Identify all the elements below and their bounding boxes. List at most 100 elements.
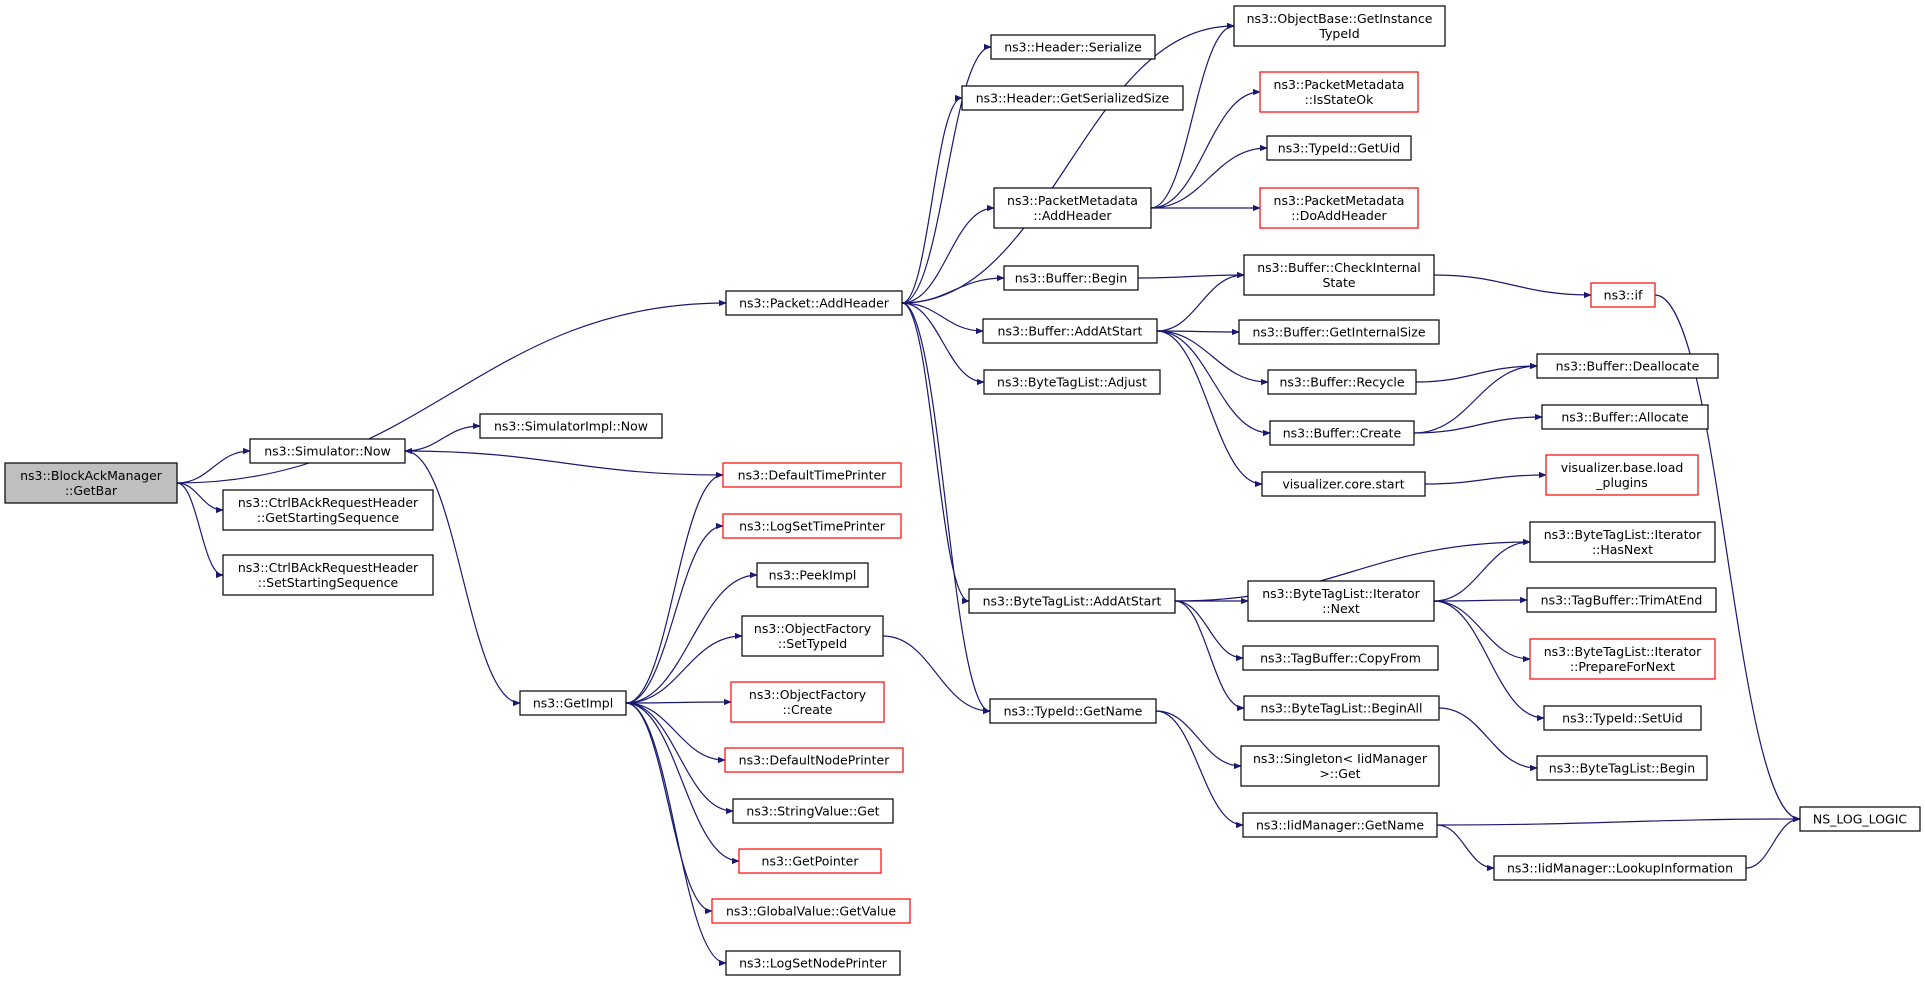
edge-getbar-to-addheader (176, 299, 727, 484)
node-box (711, 898, 911, 924)
node-nsif[interactable]: ns3::if (1590, 282, 1656, 308)
node-tagbuftrimatend[interactable]: ns3::TagBuffer::TrimAtEnd (1526, 587, 1717, 613)
node-typeidsetuid[interactable]: ns3::TypeId::SetUid (1543, 705, 1702, 731)
edge-pmaddheader-to-typeidgetuid (1150, 144, 1268, 209)
node-label: ns3::ByteTagList::Adjust (997, 375, 1147, 390)
node-bufaddatstart[interactable]: ns3::Buffer::AddAtStart (982, 318, 1158, 344)
node-typeidgetuid[interactable]: ns3::TypeId::GetUid (1266, 135, 1412, 161)
node-box (1269, 420, 1415, 446)
node-iidlookupinfo[interactable]: ns3::IidManager::LookupInformation (1493, 855, 1747, 881)
node-visloadplugins[interactable]: visualizer.base.load_plugins (1545, 454, 1699, 496)
edge-bufaddatstart-to-bufgetinternalsize (1156, 328, 1240, 336)
node-nslogic[interactable]: NS_LOG_LOGIC (1799, 806, 1921, 832)
node-tagbufcopyfrom[interactable]: ns3::TagBuffer::CopyFrom (1242, 645, 1439, 671)
node-peekimpl[interactable]: ns3::PeekImpl (756, 562, 869, 588)
node-label: ns3::PacketMetadata (1274, 77, 1405, 92)
node-getpointer[interactable]: ns3::GetPointer (738, 848, 882, 874)
node-logsettimeprinter[interactable]: ns3::LogSetTimePrinter (722, 513, 902, 539)
node-addheader[interactable]: ns3::Packet::AddHeader (725, 290, 903, 316)
node-box (1259, 187, 1419, 229)
node-getbar[interactable]: ns3::BlockAckManager::GetBar (4, 462, 178, 504)
edge-getbar-to-getstartseq (176, 482, 224, 514)
node-viscorestart[interactable]: visualizer.core.start (1261, 471, 1426, 497)
node-box (961, 85, 1184, 111)
node-bufrecycle[interactable]: ns3::Buffer::Recycle (1267, 369, 1417, 395)
node-box (1243, 695, 1440, 721)
node-label: ns3::CtrlBAckRequestHeader (238, 560, 419, 575)
edge-getimpl-to-ofcreate (625, 698, 732, 706)
node-strvalget[interactable]: ns3::StringValue::Get (732, 798, 894, 824)
node-box (968, 588, 1176, 614)
node-box (1536, 755, 1708, 781)
node-label: ns3::Buffer::Create (1283, 426, 1402, 441)
node-box (1247, 580, 1435, 622)
node-label: ns3::GetImpl (533, 696, 613, 711)
node-label: ns3::if (1604, 288, 1643, 303)
node-bufcreate[interactable]: ns3::Buffer::Create (1269, 420, 1415, 446)
node-box (1267, 369, 1417, 395)
node-box (722, 513, 902, 539)
node-simnow[interactable]: ns3::Simulator::Now (249, 438, 406, 464)
node-box (741, 615, 884, 657)
edge-addheader-to-pmaddheader (901, 204, 995, 304)
node-btlbegin[interactable]: ns3::ByteTagList::Begin (1536, 755, 1708, 781)
node-box (4, 462, 178, 504)
node-hdrgetsersize[interactable]: ns3::Header::GetSerializedSize (961, 85, 1184, 111)
edge-addheader-to-bufbegin (901, 274, 1005, 304)
node-box (1233, 5, 1446, 47)
node-btlitnext[interactable]: ns3::ByteTagList::Iterator::Next (1247, 580, 1435, 622)
node-label: TypeId (1318, 26, 1359, 41)
node-pmdoaddheader[interactable]: ns3::PacketMetadata::DoAddHeader (1259, 187, 1419, 229)
node-defnodeprinter[interactable]: ns3::DefaultNodePrinter (724, 747, 904, 773)
node-box (1799, 806, 1921, 832)
node-bufgetinternalsize[interactable]: ns3::Buffer::GetInternalSize (1238, 319, 1440, 345)
node-btladdatstart[interactable]: ns3::ByteTagList::AddAtStart (968, 588, 1176, 614)
node-pmisstateok[interactable]: ns3::PacketMetadata::IsStateOk (1259, 71, 1419, 113)
node-logsetnodeprinter[interactable]: ns3::LogSetNodePrinter (725, 950, 901, 976)
node-label: ::GetBar (65, 483, 118, 498)
node-label: ns3::Buffer::GetInternalSize (1252, 325, 1425, 340)
node-hdrserialize[interactable]: ns3::Header::Serialize (990, 34, 1156, 60)
node-btlithasnext[interactable]: ns3::ByteTagList::Iterator::HasNext (1529, 521, 1716, 563)
edge-btladdatstart-to-tagbufcopyfrom (1174, 600, 1244, 662)
edges-layer (176, 22, 1801, 967)
node-setstartseq[interactable]: ns3::CtrlBAckRequestHeader::SetStartingS… (222, 554, 434, 596)
node-label: ns3::ByteTagList::BeginAll (1261, 701, 1423, 716)
edge-bufaddatstart-to-bufcheckinternal (1156, 271, 1245, 332)
node-gvgetvalue[interactable]: ns3::GlobalValue::GetValue (711, 898, 911, 924)
node-box (479, 413, 663, 439)
node-typeidgetname[interactable]: ns3::TypeId::GetName (989, 698, 1157, 724)
edge-iidgetname-to-iidlookupinfo (1436, 824, 1495, 872)
node-ofsettypeid[interactable]: ns3::ObjectFactory::SetTypeId (741, 615, 884, 657)
edge-bufrecycle-to-bufdealloc (1415, 362, 1538, 383)
node-label: ns3::Buffer::Recycle (1279, 375, 1404, 390)
node-box (1259, 71, 1419, 113)
node-label: ns3::ByteTagList::Iterator (1262, 586, 1420, 601)
node-btlitprepare[interactable]: ns3::ByteTagList::Iterator::PrepareForNe… (1529, 638, 1716, 680)
node-bufalloc[interactable]: ns3::Buffer::Allocate (1541, 404, 1709, 430)
edge-deftimeprinter-to-simnow (404, 447, 724, 476)
edge-getimpl-to-gvgetvalue (625, 702, 713, 915)
node-simimplnow[interactable]: ns3::SimulatorImpl::Now (479, 413, 663, 439)
node-deftimeprinter[interactable]: ns3::DefaultTimePrinter (722, 462, 902, 488)
node-box (1545, 454, 1699, 496)
node-label: ::SetStartingSequence (258, 575, 399, 590)
node-singletonget[interactable]: ns3::Singleton< IidManager>::Get (1240, 745, 1440, 787)
node-bufdealloc[interactable]: ns3::Buffer::Deallocate (1536, 353, 1719, 379)
node-box (1240, 745, 1440, 787)
node-getimpl[interactable]: ns3::GetImpl (519, 690, 627, 716)
node-label: ns3::PacketMetadata (1007, 193, 1138, 208)
node-iidgetname[interactable]: ns3::IidManager::GetName (1242, 812, 1438, 838)
node-pmaddheader[interactable]: ns3::PacketMetadata::AddHeader (993, 187, 1152, 229)
edge-getimpl-to-defnodeprinter (625, 702, 726, 764)
node-getstartseq[interactable]: ns3::CtrlBAckRequestHeader::GetStartingS… (222, 489, 434, 531)
node-btlbeginall[interactable]: ns3::ByteTagList::BeginAll (1243, 695, 1440, 721)
node-label: ::IsStateOk (1305, 92, 1375, 107)
node-ofcreate[interactable]: ns3::ObjectFactory::Create (730, 681, 885, 723)
node-box (732, 798, 894, 824)
node-btladjust[interactable]: ns3::ByteTagList::Adjust (983, 369, 1161, 395)
node-bufbegin[interactable]: ns3::Buffer::Begin (1003, 265, 1139, 291)
node-box (722, 462, 902, 488)
